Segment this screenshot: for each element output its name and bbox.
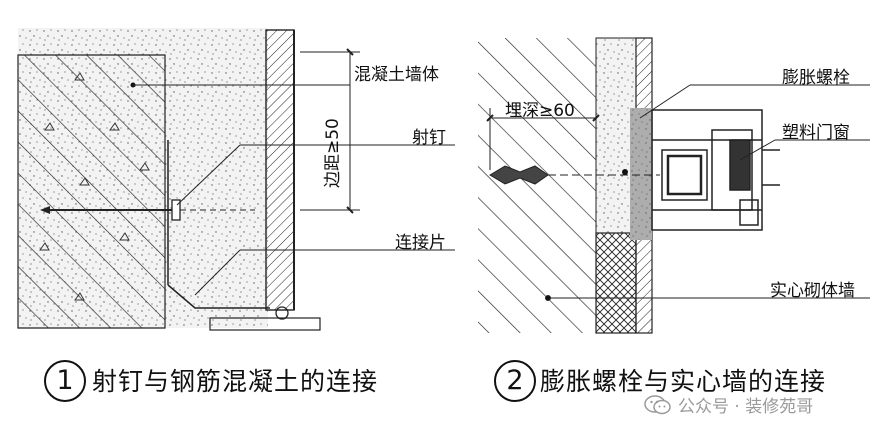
label-expansion-bolt: 膨胀螺栓	[782, 68, 850, 88]
figure1-number: 1	[44, 360, 86, 402]
embed-depth-dimension	[486, 108, 600, 170]
figure1-caption: 射钉与钢筋混凝土的连接	[92, 367, 379, 396]
solid-wall-hatch	[478, 38, 596, 333]
wechat-icon	[644, 394, 671, 414]
leader-lines-2	[545, 84, 870, 301]
brick-block	[595, 232, 637, 334]
label-embed-depth: 埋深≥60	[505, 101, 575, 121]
label-solid-wall: 实心砌体墙	[770, 281, 855, 301]
concrete-wall-hatch	[18, 55, 165, 328]
watermark-text: 公众号 · 装修苑哥	[678, 397, 814, 417]
connector-plate	[167, 140, 270, 309]
aggregate-marks	[39, 72, 150, 301]
frame-strip	[265, 29, 295, 311]
figure1-drawing	[17, 28, 455, 331]
label-plastic-window: 塑料门窗	[782, 123, 850, 143]
expansion-bolt-shape	[489, 165, 660, 185]
window-profile	[651, 109, 780, 231]
label-edge-distance: 边距≥50	[323, 118, 343, 188]
nail-shape	[40, 199, 255, 221]
figure2-drawing	[478, 37, 870, 334]
label-connector: 连接片	[395, 233, 446, 253]
leader-lines-1	[133, 48, 455, 296]
watermark: 公众号 · 装修苑哥	[644, 392, 813, 417]
plaster-column	[595, 37, 637, 234]
label-nail: 射钉	[412, 128, 446, 148]
figure2-number: 2	[494, 360, 536, 402]
label-concrete-wall: 混凝土墙体	[354, 65, 439, 85]
figure2-caption: 膨胀螺栓与实心墙的连接	[540, 367, 827, 396]
